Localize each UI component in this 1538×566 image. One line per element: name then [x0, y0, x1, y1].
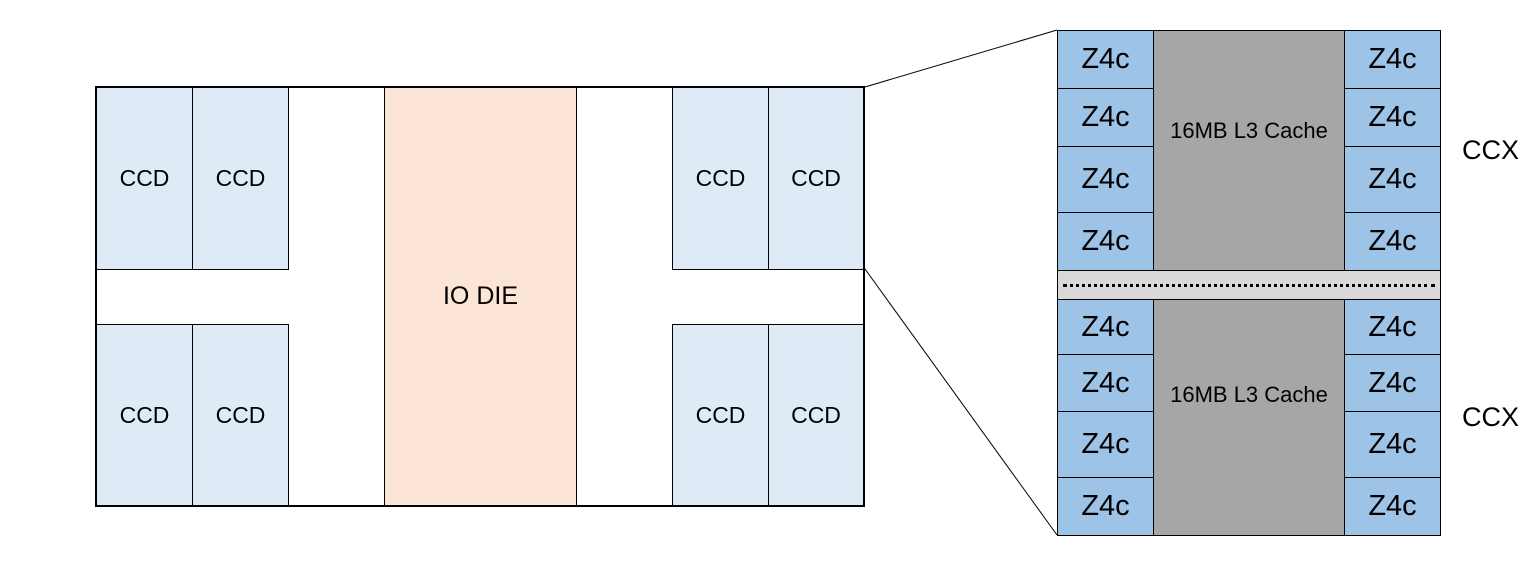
core-ccx0-left-2: Z4c — [1057, 88, 1154, 147]
ccx-label-0: CCX — [1462, 135, 1520, 165]
ccd-top-right-2: CCD — [768, 87, 864, 270]
ccd-top-right-1: CCD — [672, 87, 769, 270]
ccd-top-left-2: CCD — [192, 87, 289, 270]
core-ccx1-left-4: Z4c — [1057, 477, 1154, 536]
core-ccx1-right-3: Z4c — [1344, 411, 1441, 478]
core-ccx1-right-2: Z4c — [1344, 354, 1441, 412]
ccx-separator-dots — [1063, 284, 1435, 287]
core-ccx0-left-4: Z4c — [1057, 212, 1154, 271]
l3-cache-ccx0: 16MB L3 Cache — [1153, 30, 1345, 271]
core-ccx0-right-4: Z4c — [1344, 212, 1441, 271]
core-ccx1-left-2: Z4c — [1057, 354, 1154, 412]
ccd-bottom-left-2: CCD — [192, 324, 289, 506]
zoom-line-bottom — [864, 268, 1058, 536]
core-ccx1-right-4: Z4c — [1344, 477, 1441, 536]
l3-cache-ccx1: 16MB L3 Cache — [1153, 299, 1345, 536]
zoom-line-top — [864, 29, 1058, 88]
core-ccx0-left-3: Z4c — [1057, 146, 1154, 213]
core-ccx0-right-3: Z4c — [1344, 146, 1441, 213]
io-die: IO DIE — [384, 87, 577, 506]
ccd-bottom-right-1: CCD — [672, 324, 769, 506]
core-ccx1-left-1: Z4c — [1057, 299, 1154, 355]
ccx-label-1: CCX — [1462, 402, 1520, 432]
core-ccx0-right-2: Z4c — [1344, 88, 1441, 147]
ccd-bottom-right-2: CCD — [768, 324, 864, 506]
core-ccx1-right-1: Z4c — [1344, 299, 1441, 355]
core-ccx0-right-1: Z4c — [1344, 30, 1441, 89]
core-ccx1-left-3: Z4c — [1057, 411, 1154, 478]
ccd-bottom-left-1: CCD — [96, 324, 193, 506]
ccd-top-left-1: CCD — [96, 87, 193, 270]
core-ccx0-left-1: Z4c — [1057, 30, 1154, 89]
